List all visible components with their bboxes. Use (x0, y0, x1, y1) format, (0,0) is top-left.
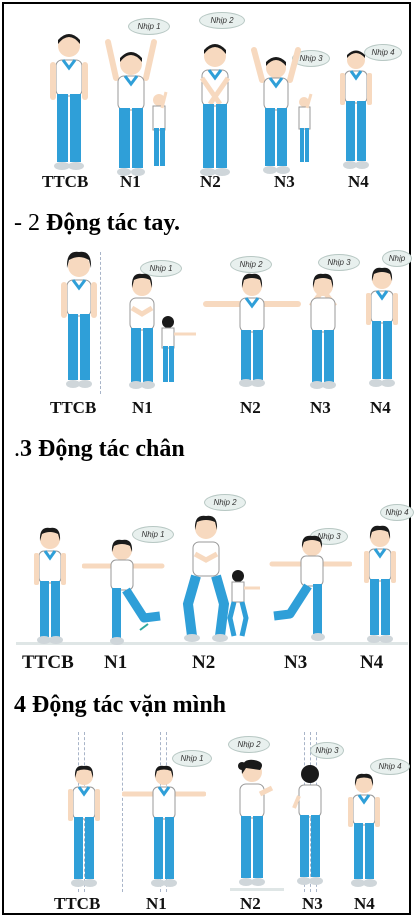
section-3-figures: Nhịp 1 Nhịp 2 Nhịp 3 Nhịp 4 (4, 488, 414, 650)
figure-boy-arms-cross (199, 44, 231, 176)
figure-girl-twist-overlap (292, 765, 323, 885)
beat-bubble: Nhịp 1 (140, 260, 182, 277)
beat-bubble: Nhịp 3 (318, 254, 360, 271)
beat-label: N4 (354, 894, 375, 913)
beat-label: N2 (192, 652, 216, 673)
beat-bubble: Nhịp 3 (310, 742, 344, 759)
figure-boy-ready (50, 34, 88, 170)
beat-bubble: Nhịp 2 (230, 256, 272, 273)
beat-bubble: Nhịp 2 (228, 736, 270, 753)
beat-bubble: Nhịp (382, 250, 412, 267)
beat-label: N4 (348, 172, 369, 191)
beat-label: N3 (284, 652, 308, 673)
beat-bubble: Nhịp 1 (132, 526, 174, 543)
figure-girl-leg-kick-2 (269, 535, 352, 641)
beat-label: TTCB (54, 894, 101, 913)
floor-line (16, 642, 408, 645)
section-heading: 4 Động tác vặn mình (14, 692, 226, 719)
beat-label: N4 (360, 652, 384, 673)
figure-girl-hands-chest (129, 273, 196, 389)
figure-girl-arms-out-twist (122, 765, 206, 887)
beat-bubble: Nhịp 2 (204, 494, 246, 511)
section-4-figures: Nhịp 1 Nhịp 2 Nhịp 3 Nhịp 4 (4, 728, 410, 894)
beat-bubble: Nhịp 1 (172, 750, 212, 767)
figure-girl-ready-twist-2 (348, 773, 380, 887)
floor-line (230, 888, 284, 891)
figure-girl-ready-twist (68, 765, 100, 887)
beat-label: N2 (200, 172, 221, 191)
beat-bubble: Nhịp 3 (292, 50, 330, 67)
beat-label: TTCB (50, 398, 97, 417)
section-2-figures: Nhịp 1 Nhịp 2 Nhịp 3 Nhịp (4, 246, 412, 396)
heading-title: 4 Động tác vặn mình (14, 692, 227, 718)
heading-title: 3 Động tác chân (20, 436, 185, 462)
guide-line (122, 732, 123, 892)
figure-girl-squat (182, 515, 260, 642)
beat-label: N2 (240, 398, 261, 417)
beat-label: N1 (132, 398, 153, 417)
section-3-labels: TTCB N1 N2 N3 N4 (4, 652, 409, 678)
section-2-labels: TTCB N1 N2 N3 N4 (4, 398, 409, 422)
heading-title: Động tác tay. (46, 210, 180, 236)
figure-boy-ready-2 (340, 50, 372, 169)
beat-label: N1 (104, 652, 128, 673)
section-1-labels: TTCB N1 N2 N3 N4 (4, 172, 409, 196)
beat-bubble: Nhịp 4 (364, 44, 402, 61)
figure-girl-leg-kick (82, 539, 165, 645)
figure-girl-hands-face (309, 273, 337, 389)
figure-boy-arms-up-2 (251, 47, 313, 174)
figure-girl-arms-out (203, 273, 301, 387)
beat-label: TTCB (42, 172, 89, 191)
beat-label: N1 (146, 894, 167, 913)
section-heading: .3 Động tác chân (14, 436, 185, 463)
beat-bubble: Nhịp 4 (380, 504, 414, 521)
figure-girl-ready-legs (34, 527, 66, 644)
beat-label: N3 (310, 398, 331, 417)
figure-girl-side-twist (238, 759, 274, 886)
section-4-labels: TTCB N1 N2 N3 N4 (4, 894, 409, 916)
figure-boy-arms-up (105, 39, 168, 176)
guide-line (100, 252, 101, 394)
beat-label: N3 (302, 894, 323, 913)
figure-girl-ready (61, 251, 97, 388)
beat-label: TTCB (22, 652, 74, 673)
beat-label: N1 (120, 172, 141, 191)
beat-label: N4 (370, 398, 391, 417)
figure-girl-ready-legs-2 (364, 525, 396, 643)
figure-girl-ready-2 (366, 267, 398, 387)
section-1-figures: Nhịp 1 Nhịp 2 Nhịp 3 Nhịp 4 (4, 10, 409, 176)
beat-label: N2 (240, 894, 261, 913)
beat-bubble: Nhịp 4 (370, 758, 410, 775)
heading-prefix: - 2 (14, 210, 46, 236)
heading-prefix: . (14, 436, 20, 462)
section-heading: - 2 Động tác tay. (14, 210, 180, 237)
beat-label: N3 (274, 172, 295, 191)
beat-bubble: Nhịp 2 (199, 12, 245, 29)
beat-bubble: Nhịp 1 (128, 18, 170, 35)
